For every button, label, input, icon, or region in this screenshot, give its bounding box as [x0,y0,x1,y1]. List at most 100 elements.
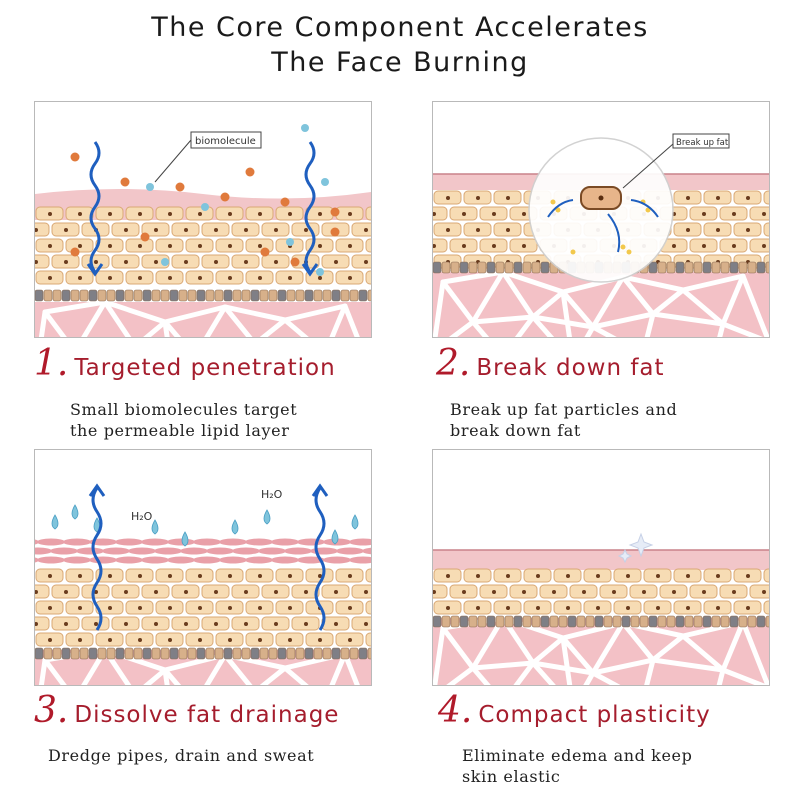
lamella [258,547,286,555]
description-line: the permeable lipid layer [70,421,290,440]
cell-nucleus [35,260,38,264]
cell-nucleus [94,622,98,626]
cell-nucleus [566,574,570,578]
cell-nucleus [626,574,630,578]
basal-cell [61,647,71,660]
lamella [336,547,364,555]
basal-cell [322,647,332,660]
tissue-mesh-line [81,299,108,337]
basal-cell [313,647,323,660]
particle-orange [330,207,340,217]
sparkle-icon [617,548,633,564]
cell-nucleus [318,638,322,642]
basal-cell [52,289,62,302]
fat-cell [365,568,371,583]
tissue-mesh-line [500,269,566,295]
cell-nucleus [214,228,218,232]
cell-nucleus [138,638,142,642]
lamella [219,538,247,546]
lamella [167,556,195,564]
title-line-1: The Core Component Accelerates [151,12,649,43]
lamella [37,538,65,546]
lamella [362,547,371,555]
water-drop [351,514,359,530]
basal-cell [349,289,359,302]
lamella [193,538,221,546]
lamella [271,556,299,564]
cell-nucleus [626,606,630,610]
h2o-label: H₂O [261,488,283,501]
lamella [180,547,208,555]
lamella [154,547,182,555]
tissue-mesh-line [282,317,309,337]
basal-cell [711,261,721,274]
basal-cell [88,647,98,660]
tissue-mesh-line [620,274,656,317]
tissue-mesh-line [530,314,555,337]
basal-cell [433,615,442,628]
cell-nucleus [522,212,526,216]
cell-nucleus [244,260,248,264]
cell-nucleus [318,276,322,280]
cell-nucleus [582,590,586,594]
fat-cell [351,616,371,631]
tissue-mesh-line [590,620,626,676]
skin-diagram-compact [433,532,769,685]
basal-cell [693,261,703,274]
cell-nucleus [334,260,338,264]
lamella [141,538,169,546]
particle-orange [70,152,80,162]
callout-line [154,139,192,183]
basal-cell [124,289,134,302]
basal-cell [367,289,371,302]
basal-cell [232,647,242,660]
lamella [63,538,91,546]
tissue-mesh-line [282,665,309,685]
basal-cell [277,647,287,660]
cell-nucleus [168,574,172,578]
basal-cell [468,261,478,274]
cell-nucleus [746,574,750,578]
cell-nucleus [78,574,82,578]
tissue-mesh-line [720,321,764,337]
sparkle-icon [628,532,654,558]
fat-particle [645,207,651,213]
tissue-mesh-line [470,314,536,325]
step-number: 4. [438,690,473,731]
tissue-mesh-line [440,625,476,671]
cell-nucleus [334,590,338,594]
cell-nucleus [124,622,128,626]
step-1-heading: 1.Targeted penetration [34,343,336,384]
fat-cell [433,206,448,221]
cell-nucleus [446,228,450,232]
basal-cell [513,615,523,628]
basal-cell [295,647,305,660]
basal-cell [531,615,541,628]
lamella [206,547,234,555]
lamella [128,547,156,555]
cell-nucleus [732,212,736,216]
cell-nucleus [108,244,112,248]
cell-nucleus [762,590,766,594]
cell-nucleus [288,606,292,610]
lamella [50,547,78,555]
cell-nucleus [506,574,510,578]
basal-cell [765,615,769,628]
tissue-mesh-line [162,667,170,685]
basal-cell [268,289,278,302]
tissue-mesh-line [433,279,446,337]
cell-nucleus [506,228,510,232]
tissue-mesh-line [470,269,506,325]
cell-nucleus [732,590,736,594]
lamella [89,556,117,564]
tissue-mesh-line [720,619,746,673]
particle-blue [316,268,324,276]
basal-cell [477,261,487,274]
fat-cell [35,222,50,237]
tissue-mesh-line [42,657,67,685]
fat-cell [351,254,371,269]
basal-cell [495,261,505,274]
fat-cell [763,190,769,205]
cell-nucleus [228,638,232,642]
cell-nucleus [48,638,52,642]
